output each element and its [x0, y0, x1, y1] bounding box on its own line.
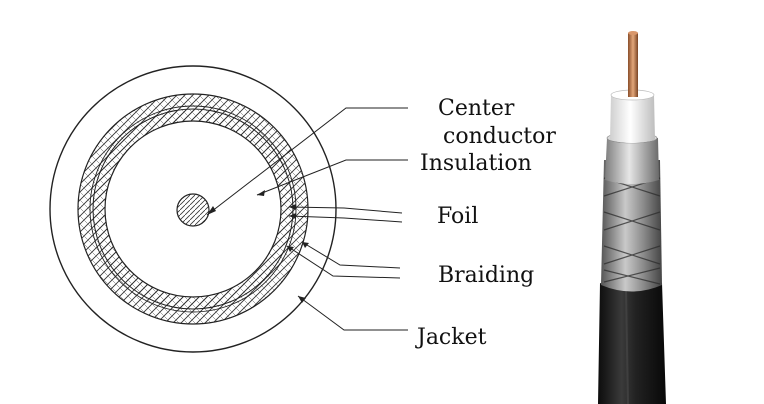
cable-jacket	[598, 283, 666, 404]
cable-braid	[601, 160, 662, 292]
center-conductor-core	[176, 193, 210, 227]
cable-copper-conductor	[628, 33, 638, 97]
label-conductor: conductor	[443, 124, 556, 149]
leader-center-conductor	[206, 107, 408, 216]
cross-section	[49, 65, 337, 353]
labels: Center conductor Insulation Foil Braidin…	[415, 96, 556, 350]
leader-braiding-upper	[301, 241, 401, 269]
leader-insulation	[256, 159, 408, 196]
leader-jacket	[297, 295, 408, 331]
leader-foil-lower	[288, 215, 403, 223]
leader-braiding-lower	[286, 245, 401, 279]
cable-illustration	[598, 31, 666, 404]
cable-dielectric	[610, 95, 655, 143]
label-center: Center	[438, 96, 515, 121]
leader-arrowheads	[207, 190, 309, 303]
label-braiding: Braiding	[438, 263, 534, 288]
label-foil: Foil	[437, 204, 478, 229]
leader-lines	[206, 107, 408, 331]
cable-foil	[605, 138, 659, 184]
label-jacket: Jacket	[415, 325, 487, 350]
label-insulation: Insulation	[420, 151, 532, 176]
leader-foil-upper	[288, 206, 403, 214]
